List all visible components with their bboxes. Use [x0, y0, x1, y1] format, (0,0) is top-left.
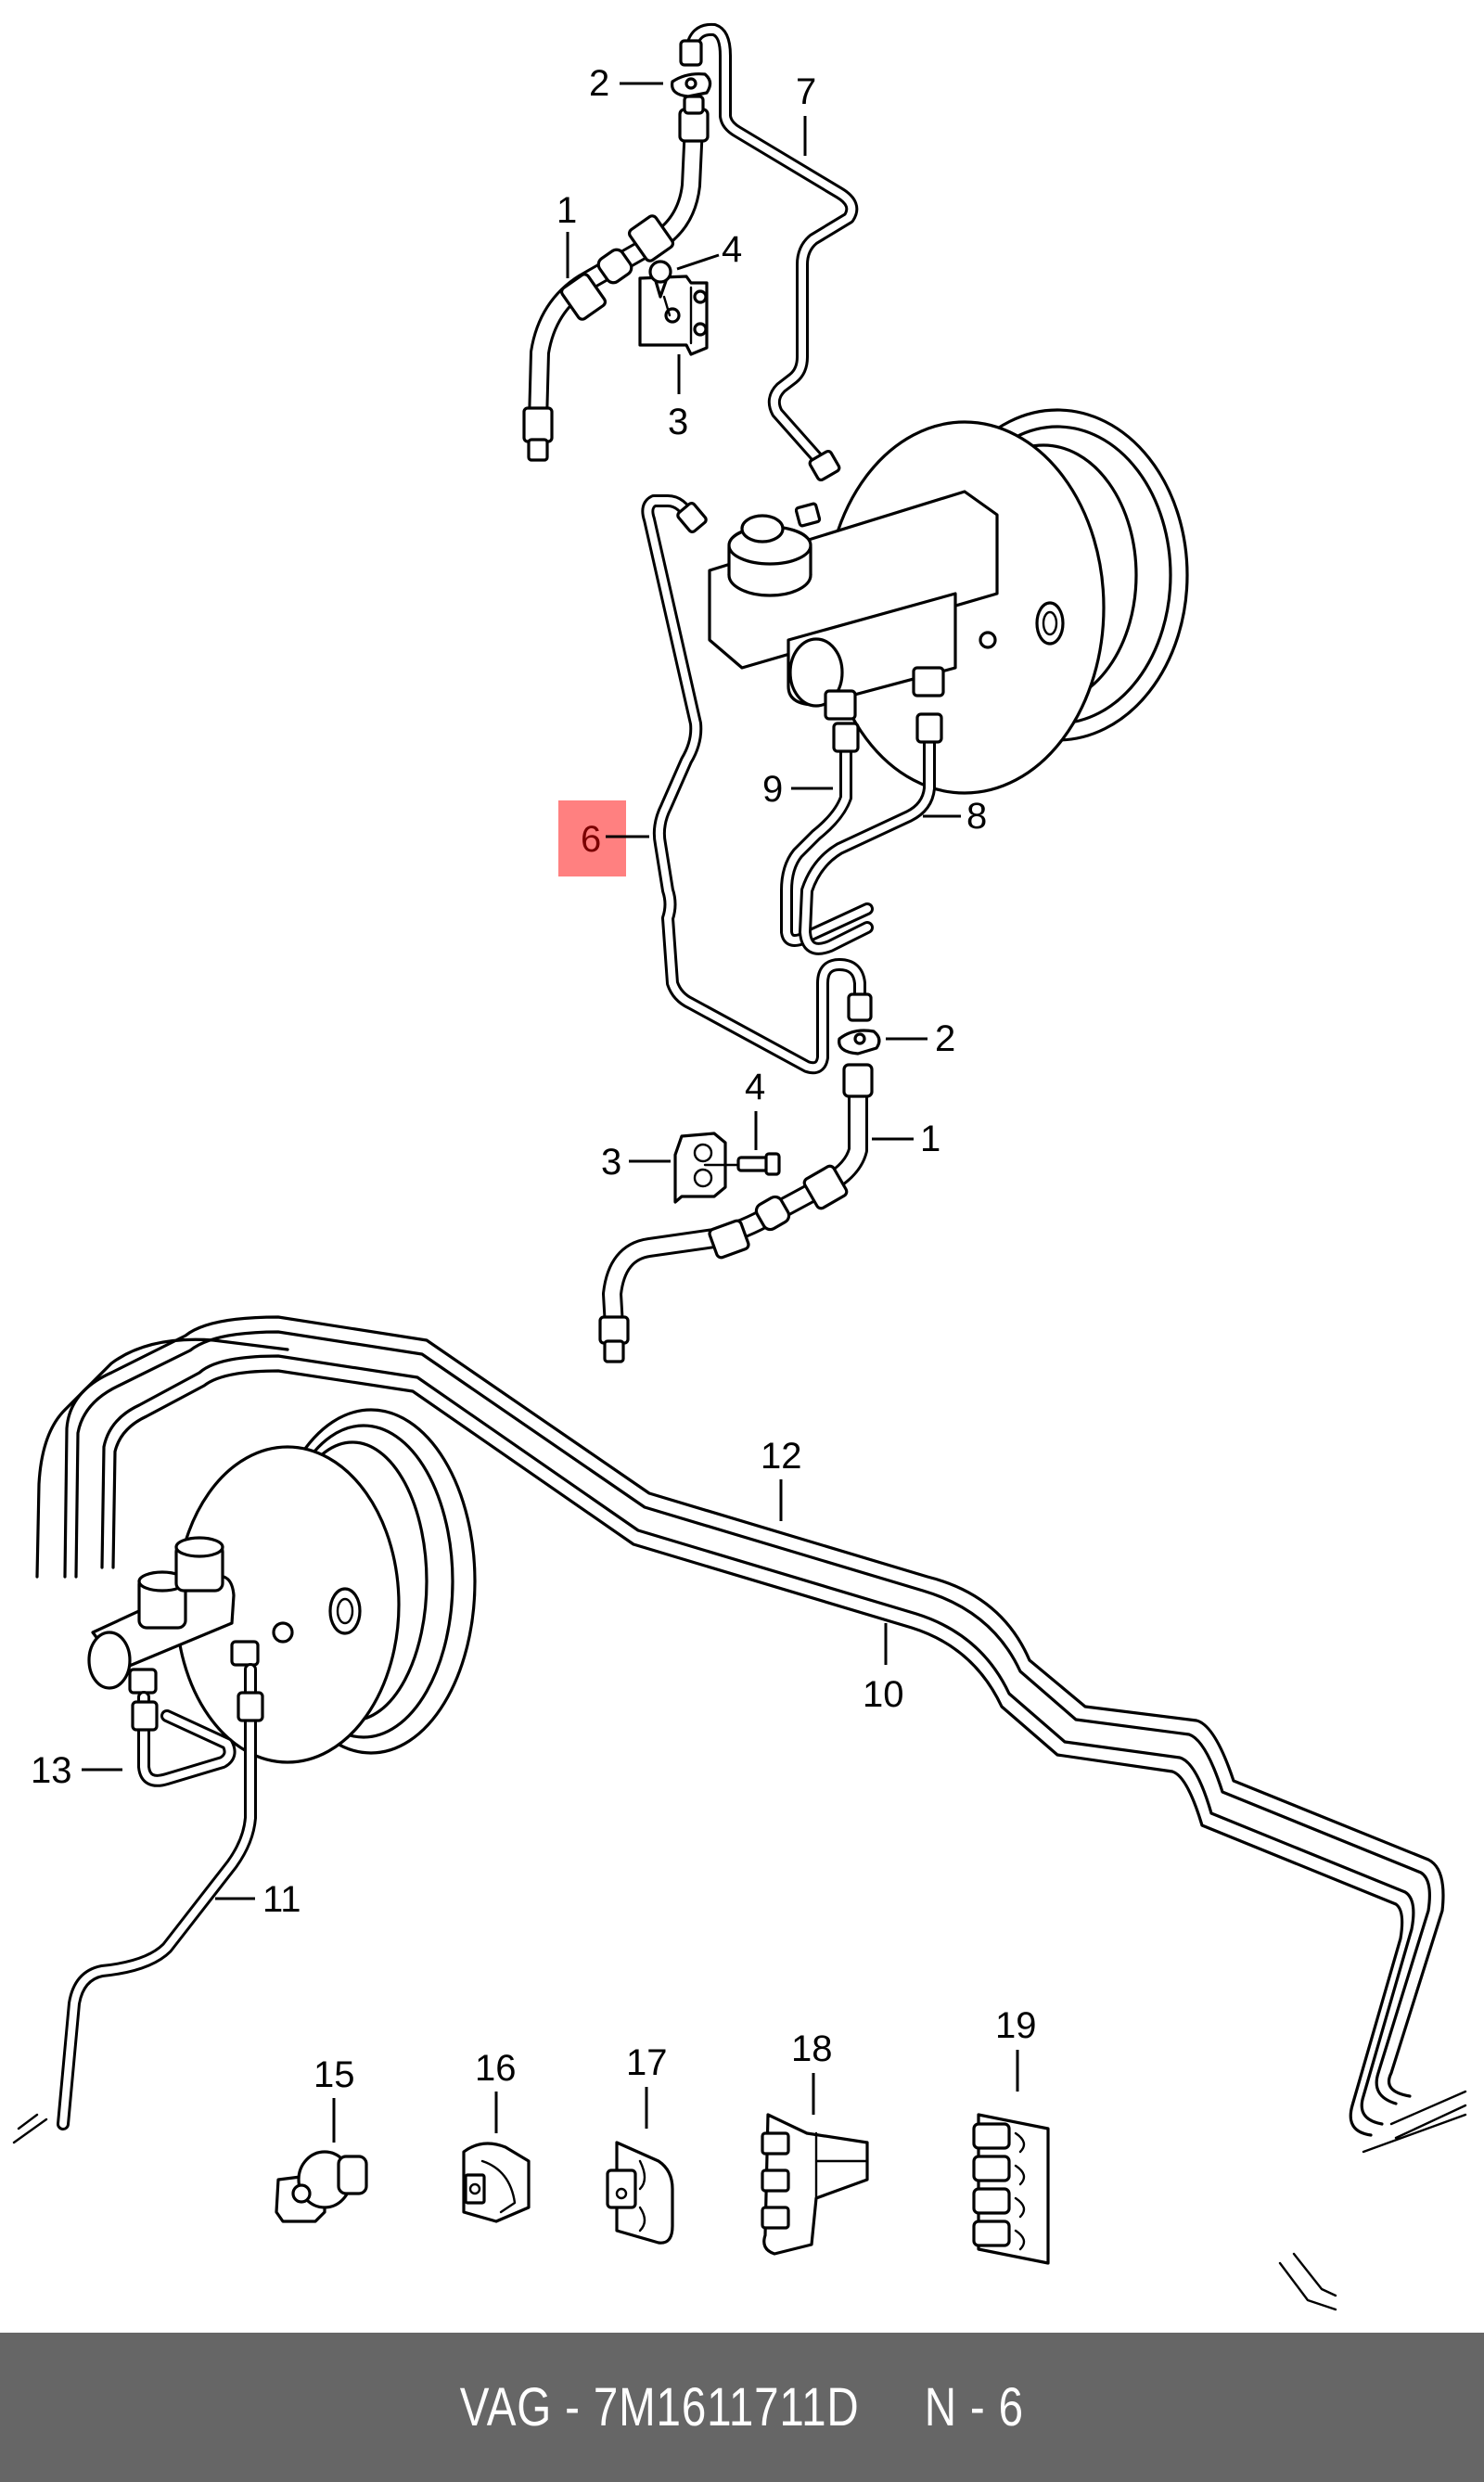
callout-mid-6-highlighted[interactable]: 6 [558, 800, 649, 876]
svg-text:7: 7 [796, 71, 816, 112]
callout-low-11: 11 [215, 1879, 301, 1920]
svg-text:4: 4 [745, 1067, 765, 1107]
callout-mid-3: 3 [601, 1142, 671, 1183]
clip-15[interactable] [275, 2150, 368, 2223]
footer-part-label: VAG - 7M1611711D N - 6 [459, 2377, 1025, 2437]
brake-pipe-bundle-ends [1278, 2090, 1467, 2311]
svg-text:13: 13 [31, 1750, 72, 1791]
callout-clip-18: 18 [791, 2028, 833, 2115]
callout-top-4: 4 [676, 229, 742, 271]
parts-diagram: 2 7 1 4 3 9 8 6 2 4 1 3 [12, 22, 1467, 2311]
reservoir-cap[interactable] [727, 502, 822, 597]
callout-low-13: 13 [31, 1750, 122, 1791]
svg-text:12: 12 [761, 1436, 802, 1477]
svg-text:19: 19 [995, 2005, 1037, 2046]
svg-text:16: 16 [475, 2048, 517, 2089]
svg-text:9: 9 [762, 769, 783, 810]
callout-low-10: 10 [863, 1623, 904, 1715]
svg-text:6: 6 [581, 819, 601, 860]
brake-pipe-11[interactable] [12, 1663, 264, 2144]
mid-clip-2[interactable] [838, 1029, 881, 1055]
top-bracket-3[interactable] [638, 275, 709, 356]
top-brake-pipe-7[interactable] [679, 22, 859, 482]
callout-mid-8: 8 [923, 796, 987, 837]
callout-top-1: 1 [556, 190, 577, 278]
brake-pipe-13[interactable] [131, 1691, 237, 1787]
svg-text:2: 2 [589, 63, 609, 104]
svg-text:18: 18 [791, 2028, 833, 2069]
mid-brake-hose-1[interactable] [598, 1063, 874, 1363]
svg-text:4: 4 [722, 229, 742, 270]
clip-19[interactable] [972, 2113, 1050, 2265]
svg-text:15: 15 [313, 2054, 355, 2095]
brake-pipe-9[interactable] [780, 722, 874, 947]
mid-bracket-3[interactable] [673, 1132, 727, 1204]
svg-text:3: 3 [601, 1142, 621, 1183]
svg-text:2: 2 [935, 1018, 955, 1059]
top-bolt-4[interactable] [648, 260, 672, 317]
svg-text:1: 1 [556, 190, 577, 231]
callout-low-12: 12 [761, 1436, 802, 1521]
svg-text:10: 10 [863, 1674, 904, 1715]
callout-top-7: 7 [796, 71, 816, 156]
callout-clip-16: 16 [475, 2048, 517, 2133]
callout-top-3: 3 [668, 354, 688, 442]
svg-text:17: 17 [626, 2042, 668, 2083]
master-cylinder-lower[interactable] [87, 1536, 294, 1695]
part-number-footer: VAG - 7M1611711D N - 6 [0, 2333, 1484, 2482]
callout-mid-9: 9 [762, 769, 833, 810]
clip-17[interactable] [606, 2141, 674, 2245]
callout-clip-19: 19 [995, 2005, 1037, 2092]
master-cylinder-upper[interactable] [708, 490, 999, 721]
svg-text:3: 3 [668, 402, 688, 442]
callout-mid-4: 4 [745, 1067, 765, 1150]
clip-18[interactable] [761, 2113, 869, 2256]
top-brake-hose-1[interactable] [522, 95, 710, 462]
brake-pipe-bundle-10-12[interactable] [35, 1315, 1445, 2137]
brake-pipe-6[interactable] [641, 494, 873, 1075]
svg-text:11: 11 [262, 1879, 301, 1920]
svg-text:1: 1 [920, 1119, 940, 1159]
top-clip-2[interactable] [671, 72, 712, 98]
callout-mid-2: 2 [886, 1018, 955, 1059]
clip-16[interactable] [462, 2142, 531, 2223]
callout-top-2: 2 [589, 63, 663, 104]
mid-bolt-4[interactable] [703, 1152, 781, 1176]
svg-text:8: 8 [966, 796, 987, 837]
callout-mid-1: 1 [872, 1119, 940, 1159]
brake-booster-lower[interactable] [174, 1408, 477, 1764]
callout-clip-17: 17 [626, 2042, 668, 2129]
brake-pipe-8[interactable] [799, 712, 943, 955]
callout-clip-15: 15 [313, 2054, 355, 2143]
